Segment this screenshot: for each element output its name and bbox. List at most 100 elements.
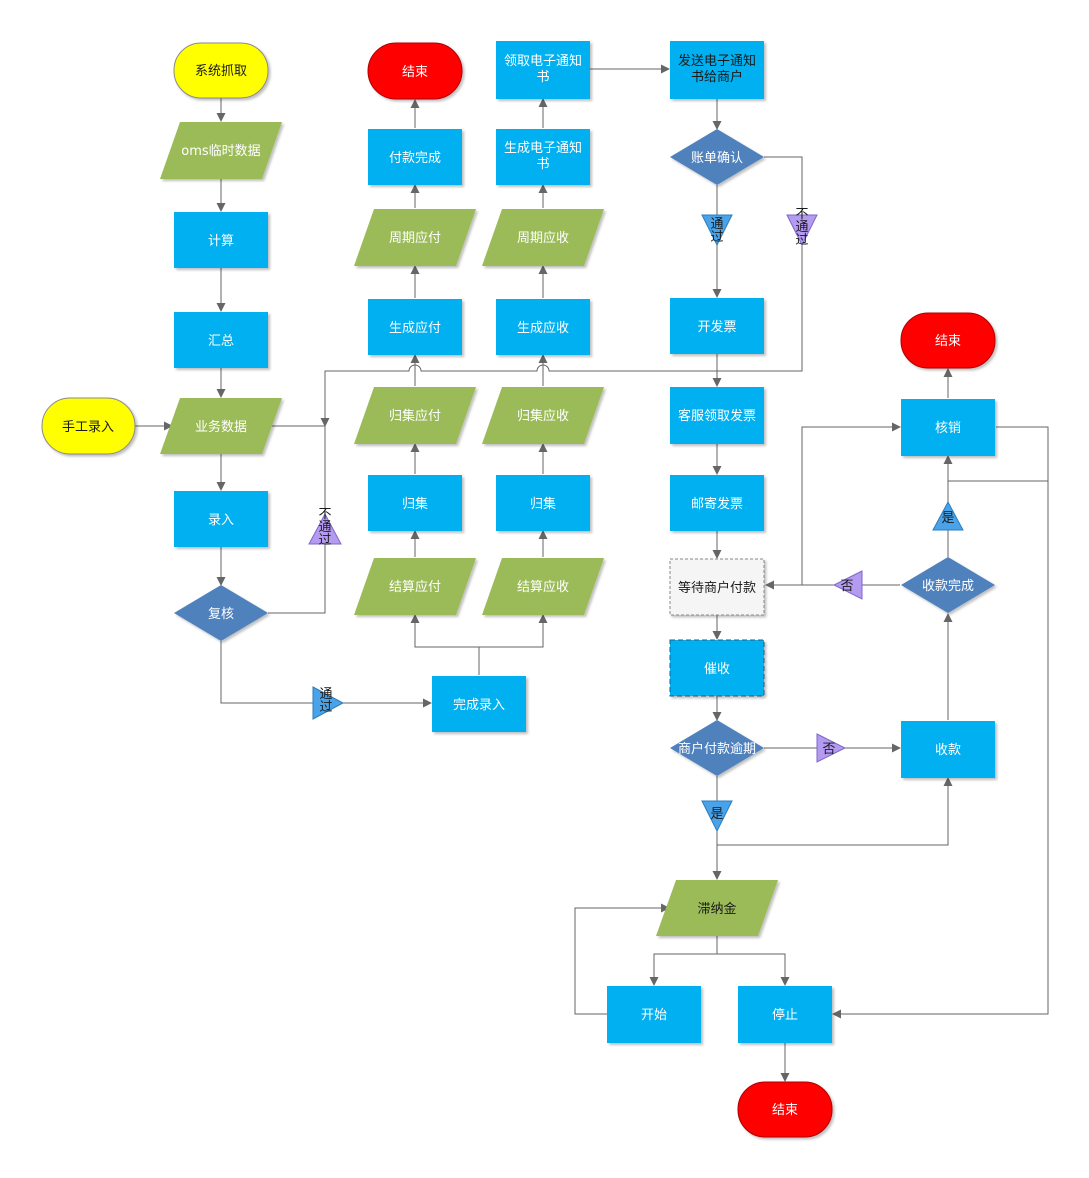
node-wait-payment: 等待商户付款 [669,558,765,616]
svg-text:归集应收: 归集应收 [517,408,569,424]
svg-text:通过: 通过 [319,687,332,715]
node-writeoff: 核销 [901,399,995,456]
svg-text:生成应付: 生成应付 [389,320,441,336]
edge-split-to-settle-rec [479,614,548,648]
svg-text:归集: 归集 [530,496,556,512]
svg-text:开发票: 开发票 [697,319,736,335]
svg-text:周期应收: 周期应收 [517,230,569,246]
node-collect-payable: 归集应付 [354,387,476,444]
svg-text:汇总: 汇总 [208,334,234,349]
svg-text:系统抓取: 系统抓取 [195,64,247,79]
tag-review-pass: 通过 [312,686,345,720]
node-send-notice: 发送电子通知书给商户 [670,41,764,99]
node-manual-entry: 手工录入 [41,397,136,455]
node-collect-done: 收款完成 [901,557,995,613]
tag-confirm-not-pass: 不通过 [786,207,818,248]
node-period-payable: 周期应付 [354,209,476,266]
node-collect-receivable: 归集应收 [482,387,604,444]
svg-text:账单确认: 账单确认 [691,151,743,166]
node-collect-left: 归集 [368,475,462,531]
edge-wait-to-writeoff [801,422,901,585]
svg-text:通过: 通过 [710,217,723,245]
svg-text:计算: 计算 [208,234,234,249]
connectors [135,64,1049,1082]
svg-text:不通过: 不通过 [795,207,808,248]
node-bill-confirm: 账单确认 [670,129,764,185]
node-invoice: 开发票 [670,298,764,354]
svg-text:商户付款逾期: 商户付款逾期 [678,741,756,757]
svg-text:核销: 核销 [935,421,961,436]
tag-overdue-yes: 是 [701,800,733,833]
svg-text:是: 是 [710,807,723,822]
node-end-top: 结束 [367,42,463,100]
tag-overdue-no: 否 [816,733,847,763]
svg-text:结束: 结束 [402,65,428,80]
node-biz-data: 业务数据 [160,398,282,454]
svg-text:否: 否 [822,742,835,757]
svg-text:手工录入: 手工录入 [62,420,114,435]
svg-text:付款完成: 付款完成 [389,151,441,166]
svg-text:结束: 结束 [772,1103,798,1118]
node-calc: 计算 [174,212,268,268]
svg-text:是: 是 [941,511,954,526]
svg-text:录入: 录入 [208,513,234,528]
svg-text:周期应付: 周期应付 [389,230,441,246]
svg-text:领取电子通知书: 领取电子通知书 [504,53,582,85]
node-late-fee: 滞纳金 [656,880,778,936]
node-gen-receivable: 生成应收 [496,299,590,355]
node-urge: 催收 [669,639,765,697]
node-entry: 录入 [174,491,268,547]
node-start: 开始 [607,986,701,1043]
node-pay-done: 付款完成 [368,129,462,185]
svg-text:生成电子通知书: 生成电子通知书 [504,140,582,172]
node-stop: 停止 [738,986,832,1043]
node-cs-get-invoice: 客服领取发票 [670,387,764,444]
node-gen-payable: 生成应付 [368,299,462,355]
svg-text:结算应付: 结算应付 [389,579,441,595]
edge-latefee-to-start [649,953,717,986]
svg-text:滞纳金: 滞纳金 [697,901,736,917]
svg-text:归集: 归集 [402,496,428,512]
node-get-notice: 领取电子通知书 [496,41,590,99]
svg-text:否: 否 [840,579,853,594]
edge-split-to-settle-pay [410,614,479,648]
node-summary: 汇总 [174,312,268,368]
edge-confirm-notpass [764,156,803,215]
node-sys-grab: 系统抓取 [173,42,269,99]
svg-text:oms临时数据: oms临时数据 [181,144,260,159]
tag-collect-no: 否 [832,570,863,600]
edge-review-notpass [268,544,326,614]
node-period-receivable: 周期应收 [482,209,604,266]
node-receive: 收款 [901,721,995,778]
edge-notpass-to-biz [261,421,326,514]
svg-text:不通过: 不通过 [318,507,331,548]
svg-text:复核: 复核 [208,607,234,622]
svg-text:业务数据: 业务数据 [195,419,247,435]
node-review: 复核 [174,585,268,641]
svg-text:客服领取发票: 客服领取发票 [678,408,756,424]
svg-text:发送电子通知书给商户: 发送电子通知书给商户 [678,53,756,85]
edge-notpass-return [320,245,803,427]
svg-text:归集应付: 归集应付 [389,408,441,424]
svg-text:邮寄发票: 邮寄发票 [691,496,743,512]
svg-text:结算应收: 结算应收 [517,579,569,595]
svg-text:生成应收: 生成应收 [517,320,569,336]
edge-yes-to-receive [717,777,953,846]
node-settle-receivable: 结算应收 [482,558,604,615]
node-mail-invoice: 邮寄发票 [670,475,764,531]
svg-text:结束: 结束 [935,334,961,349]
svg-text:停止: 停止 [772,1007,798,1023]
tag-collect-yes: 是 [932,500,964,531]
edge-review-pass [220,641,313,704]
edge-writeoff-to-stop [832,426,1049,1019]
svg-text:收款完成: 收款完成 [922,579,974,594]
node-end-bottom: 结束 [737,1081,833,1138]
svg-text:催收: 催收 [704,662,730,677]
tag-confirm-pass: 通过 [701,214,733,247]
node-gen-notice: 生成电子通知书 [496,129,590,185]
svg-text:完成录入: 完成录入 [453,698,505,713]
node-oms-temp: oms临时数据 [160,122,282,179]
svg-text:开始: 开始 [641,1008,667,1023]
node-finish-entry: 完成录入 [432,676,526,732]
